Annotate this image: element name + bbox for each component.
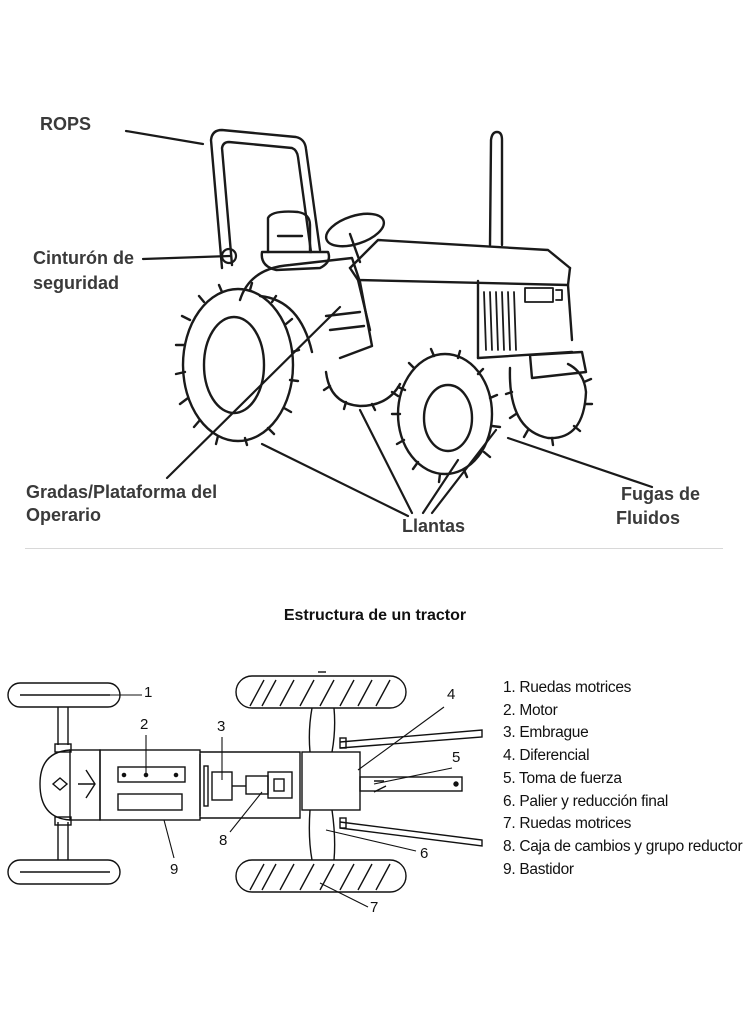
- seatbelt-buckle: [220, 247, 238, 265]
- clutch-housing: [200, 751, 301, 819]
- rear-wheel: [174, 281, 301, 447]
- callout-9-leader: [163, 819, 175, 859]
- steering-wheel: [324, 212, 386, 264]
- callout-7: 7: [370, 899, 379, 916]
- llantas-leader-3: [421, 458, 460, 515]
- fan-icon: [78, 769, 96, 799]
- nose: [39, 749, 71, 821]
- front-axle: [57, 707, 69, 860]
- engine: [117, 766, 186, 783]
- fugas-leader: [506, 436, 654, 489]
- rops-leader: [124, 129, 205, 146]
- far-front-wheel: [504, 362, 594, 447]
- drive-wheel-bottom: [235, 859, 407, 893]
- drive-wheel-top: [235, 671, 407, 709]
- radiator: [69, 749, 101, 821]
- tractor-illustration: [124, 128, 654, 518]
- front-wheel: [390, 347, 502, 484]
- legend-item: 9. Bastidor: [503, 860, 574, 878]
- callout-6: 6: [420, 845, 429, 862]
- legend-item: 5. Toma de fuerza: [503, 769, 622, 787]
- llantas-leader-4: [430, 428, 498, 515]
- legend-item: 6. Palier y reducción final: [503, 792, 669, 810]
- gradas-label-line1: Gradas/Plataforma del: [26, 482, 218, 502]
- axle-bracket-bottom: [54, 816, 72, 826]
- callout-9: 9: [170, 861, 179, 878]
- rops-label: ROPS: [40, 114, 92, 134]
- legend-item: 7. Ruedas motrices: [503, 815, 632, 833]
- structure-legend: 1. Ruedas motrices 2. Motor 3. Embrague …: [503, 677, 743, 881]
- legend-item: 1. Ruedas motrices: [503, 679, 632, 696]
- cinturon-label-line2: seguridad: [33, 273, 120, 293]
- grille: [483, 287, 563, 351]
- cinturon-label-line1: Cinturón de: [33, 248, 134, 268]
- hitch-arm-top: [339, 729, 483, 749]
- callout-2: 2: [140, 716, 149, 733]
- llantas-leader-1: [260, 442, 410, 518]
- exhaust-stack: [488, 130, 504, 247]
- differential: [301, 751, 361, 811]
- rops-frame: [209, 128, 322, 270]
- gearbox: [245, 775, 269, 795]
- rear-axle: [308, 707, 336, 861]
- legend-item: 8. Caja de cambios y grupo reductor: [503, 837, 743, 855]
- callout-5: 5: [452, 749, 461, 766]
- callout-5-leader: [373, 767, 453, 785]
- gradas-label-line2: Operario: [26, 505, 102, 525]
- legend-item: 4. Diferencial: [503, 747, 590, 765]
- llantas-leader-2: [358, 408, 414, 515]
- axle-bracket-top: [54, 743, 72, 753]
- llantas-label: Llantas: [402, 516, 466, 536]
- hood: [348, 238, 574, 360]
- callout-4: 4: [447, 686, 456, 703]
- pto-shaft: [359, 776, 463, 792]
- section-divider: [25, 548, 723, 549]
- structure-title: Estructura de un tractor: [283, 607, 467, 624]
- far-rear-wheel: [322, 370, 402, 412]
- callout-4-leader: [357, 706, 445, 771]
- seat: [260, 210, 331, 272]
- legend-item: 2. Motor: [503, 701, 558, 719]
- front-wheel-bottom: [7, 859, 121, 885]
- fugas-label-line1: Fugas de: [621, 484, 701, 504]
- front-bumper: [528, 350, 588, 380]
- hitch-arm-bottom: [339, 821, 483, 847]
- callout-8-leader: [229, 791, 263, 833]
- fugas-label-line2: Fluidos: [616, 508, 680, 528]
- callout-1: 1: [144, 684, 153, 701]
- cinturon-leader: [141, 254, 232, 261]
- callout-7-leader: [319, 882, 369, 908]
- legend-item: 3. Embrague: [503, 724, 589, 742]
- callout-8: 8: [219, 832, 228, 849]
- structure-schematic: [7, 671, 483, 908]
- callout-3: 3: [217, 718, 226, 735]
- gradas-leader: [165, 305, 342, 480]
- callout-6-leader: [325, 829, 417, 852]
